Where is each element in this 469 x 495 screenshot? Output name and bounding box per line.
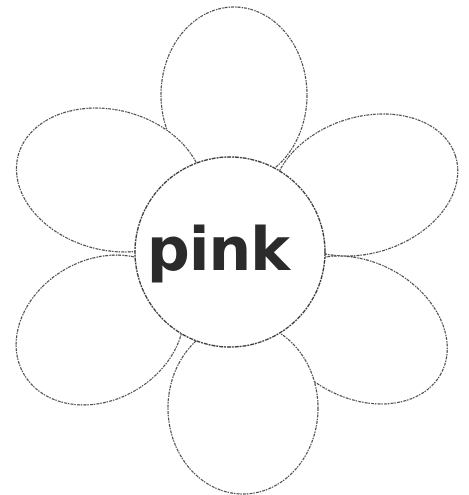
petal-bottom[interactable] [168, 322, 318, 494]
center-word-label: pink [147, 215, 292, 285]
